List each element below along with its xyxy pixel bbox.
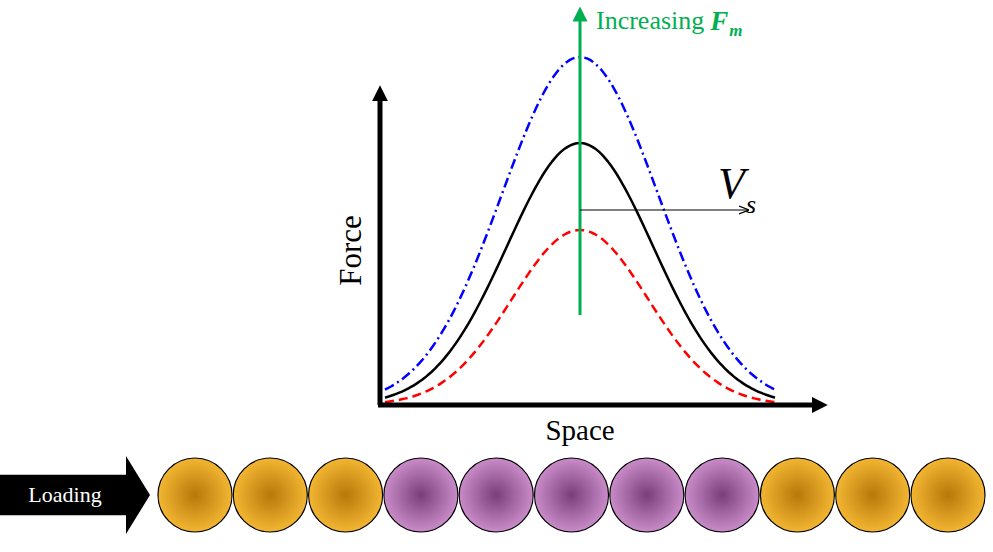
speed-subscript: s — [746, 192, 756, 218]
purple-bead — [459, 458, 533, 532]
x-axis-label: Space — [545, 416, 614, 445]
loading-arrow: Loading — [0, 456, 150, 534]
increase-arrow — [579, 14, 582, 315]
orange-bead — [233, 458, 307, 532]
orange-bead — [309, 458, 383, 532]
force-symbol: F — [710, 8, 728, 35]
force-subscript: m — [729, 22, 742, 39]
purple-bead — [610, 458, 684, 532]
speed-symbol: V — [718, 162, 745, 206]
y-axis-label: Force — [335, 215, 366, 286]
orange-bead — [158, 458, 232, 532]
orange-bead — [760, 458, 834, 532]
orange-bead — [836, 458, 910, 532]
y-axis — [378, 98, 383, 405]
orange-bead — [911, 458, 985, 532]
purple-bead — [535, 458, 609, 532]
increase-label: Increasing — [596, 8, 704, 34]
purple-bead — [685, 458, 759, 532]
arrow-fill — [0, 456, 150, 534]
arrow-label: Loading — [28, 484, 101, 506]
purple-bead — [384, 458, 458, 532]
x-axis — [378, 403, 815, 408]
speed-arrow — [580, 209, 748, 210]
